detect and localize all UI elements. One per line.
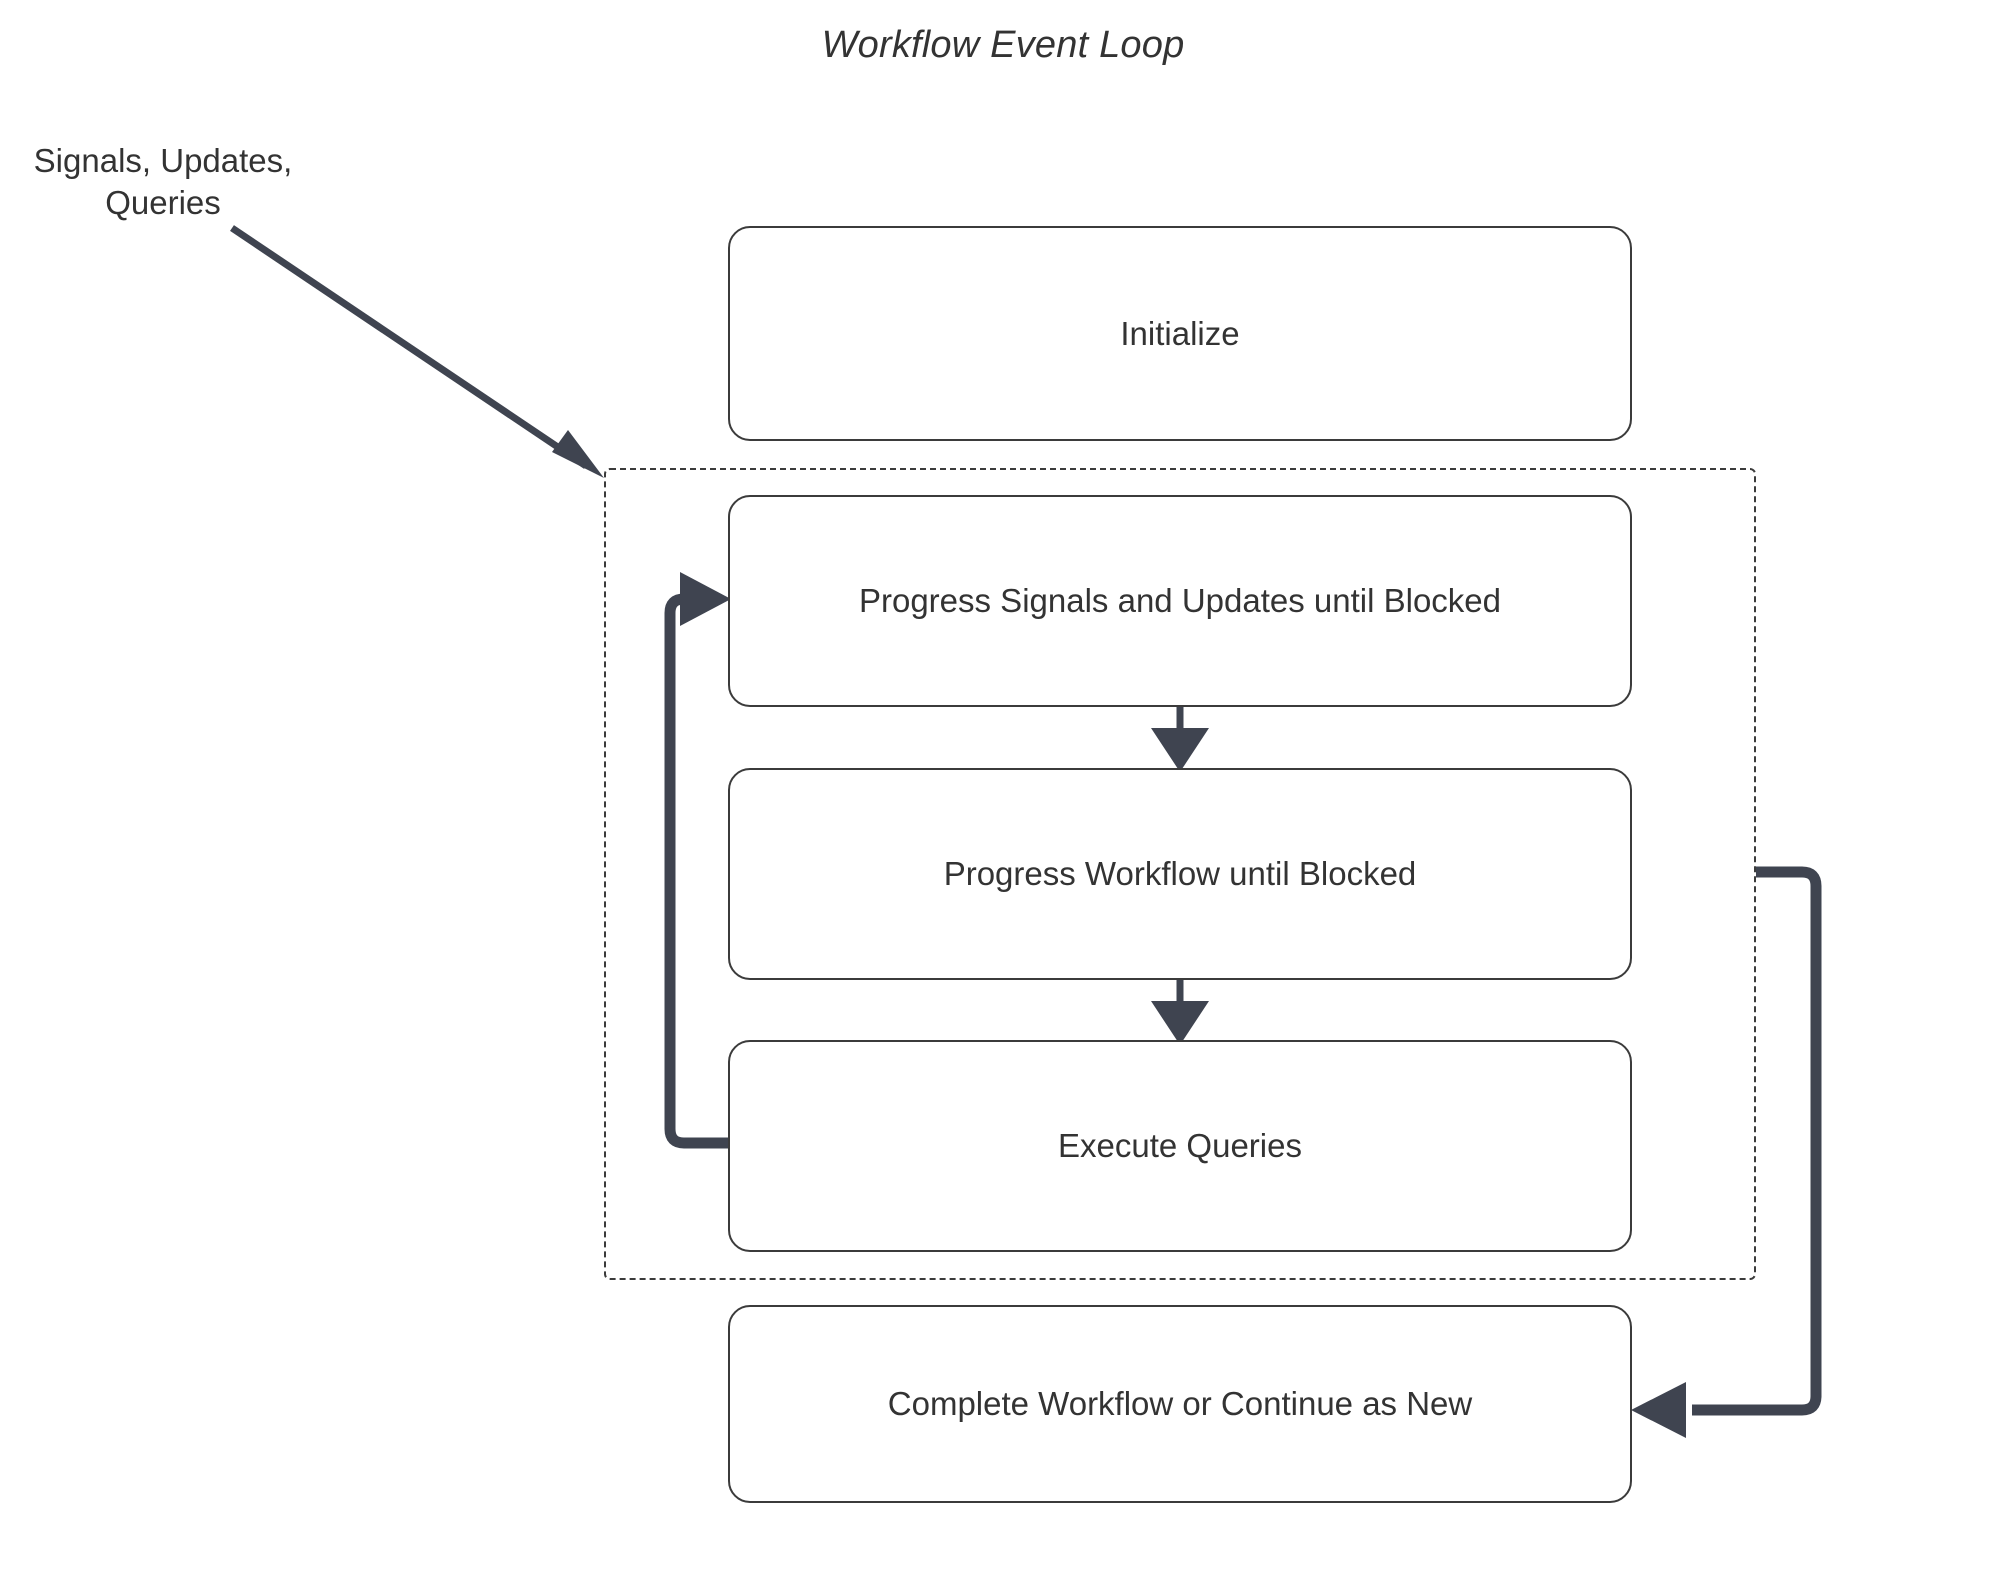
node-progress-signals-label: Progress Signals and Updates until Block… [858, 582, 1502, 619]
node-progress-workflow[interactable]: Progress Workflow until Blocked [728, 768, 1632, 980]
node-complete-workflow[interactable]: Complete Workflow or Continue as New [728, 1305, 1632, 1503]
node-execute-queries-label: Execute Queries [1058, 1127, 1302, 1164]
node-initialize-label: Initialize [1120, 314, 1240, 352]
node-progress-workflow-label: Progress Workflow until Blocked [943, 855, 1417, 892]
page-title: Workflow Event Loop [821, 24, 1185, 66]
node-complete-workflow-label: Complete Workflow or Continue as New [887, 1385, 1473, 1422]
signals-updates-queries-label: Signals, Updates, Queries [33, 142, 293, 221]
node-execute-queries[interactable]: Execute Queries [728, 1040, 1632, 1252]
edge-signals-to-loop-arrow [230, 225, 604, 478]
node-progress-signals[interactable]: Progress Signals and Updates until Block… [728, 495, 1632, 707]
node-initialize[interactable]: Initialize [728, 226, 1632, 441]
